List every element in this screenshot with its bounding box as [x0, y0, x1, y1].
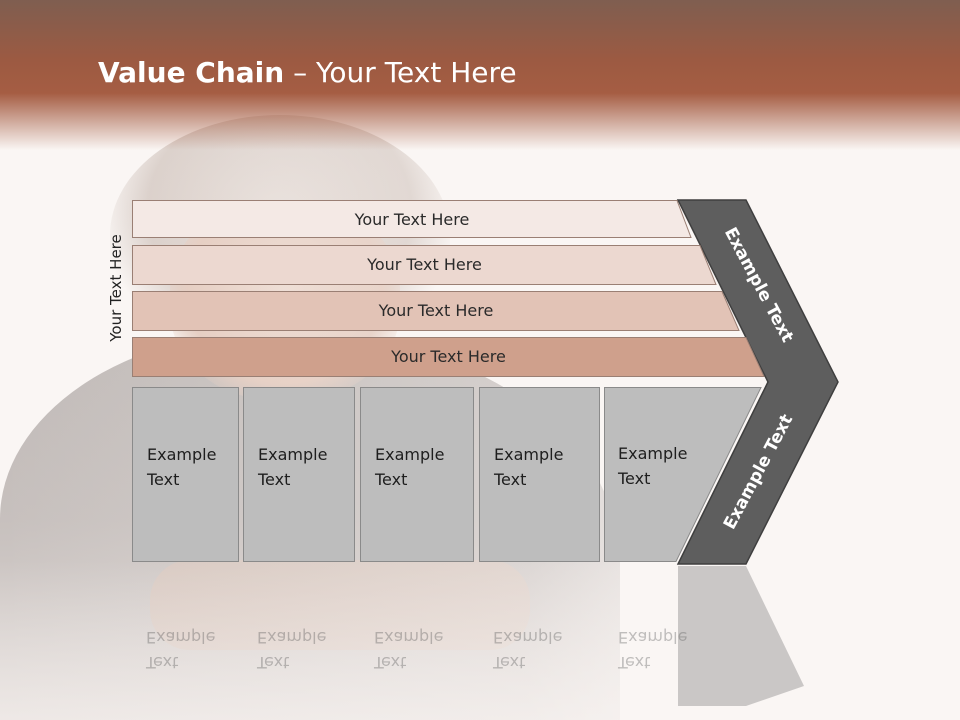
- cell-1-line-2: Text: [147, 470, 180, 489]
- cell-2-line-1: Example: [258, 445, 328, 464]
- row-label-1: Your Text Here: [354, 209, 470, 229]
- activity-cell-3: Example Text: [360, 387, 474, 562]
- row-label-4: Your Text Here: [391, 346, 506, 366]
- chevron-arrow: [676, 199, 839, 565]
- slide-title: Value Chain – Your Text Here: [98, 56, 517, 89]
- value-row-2: Your Text Here: [132, 245, 717, 285]
- value-row-4: Your Text Here: [132, 337, 765, 377]
- title-rest: – Your Text Here: [284, 56, 517, 89]
- cell-1-line-1: Example: [147, 445, 217, 464]
- title-bold: Value Chain: [98, 56, 285, 89]
- photo-bottom-overlay: [0, 560, 960, 720]
- activity-cell-5: Example Text: [604, 387, 764, 562]
- cell-4-line-1: Example: [494, 445, 564, 464]
- row-label-2: Your Text Here: [367, 254, 482, 274]
- row-shape-1: [132, 200, 692, 238]
- cell-5-shape: [604, 387, 762, 562]
- cell-4-line-2: Text: [494, 470, 527, 489]
- row-label-3: Your Text Here: [378, 300, 494, 320]
- value-row-1: Your Text Here: [132, 200, 692, 238]
- row-shape-2: [132, 245, 717, 285]
- cell-5-line-2: Text: [618, 469, 651, 488]
- activity-cell-2: Example Text: [243, 387, 355, 562]
- cell-2-line-2: Text: [258, 470, 291, 489]
- cell-5-line-1: Example: [618, 444, 688, 463]
- reflection-chevron: [678, 566, 804, 706]
- row-shape-3: [132, 291, 740, 331]
- title-band: [0, 0, 960, 150]
- value-row-3: Your Text Here: [132, 291, 740, 331]
- activity-cell-1: Example Text: [132, 387, 239, 562]
- row-shape-4: [132, 337, 765, 377]
- cell-3-line-2: Text: [375, 470, 408, 489]
- cell-3-line-1: Example: [375, 445, 445, 464]
- side-label: Your Text Here: [107, 234, 125, 342]
- activity-cell-4: Example Text: [479, 387, 600, 562]
